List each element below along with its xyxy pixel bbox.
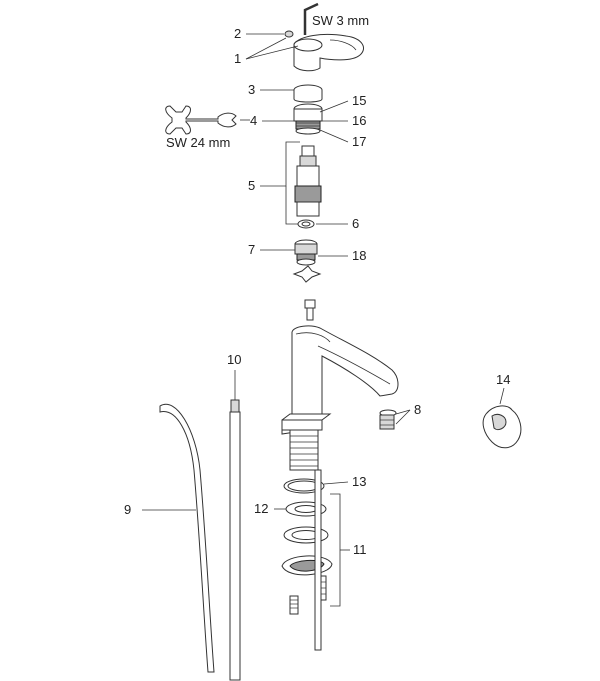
- handle-lever: [293, 33, 364, 72]
- wrench-icon: [165, 105, 237, 135]
- callout-9: 9: [124, 502, 131, 517]
- callout-11: 11: [353, 542, 367, 557]
- aerator: [379, 409, 397, 430]
- callout-5: 5: [248, 178, 255, 193]
- callout-7: 7: [248, 242, 255, 257]
- lower-insert: [294, 239, 318, 266]
- cover-cap: [293, 84, 323, 103]
- connection-pipe: [229, 399, 241, 681]
- callout-8: 8: [414, 402, 421, 417]
- wrench-label: SW 24 mm: [166, 135, 230, 150]
- o-ring-small: [297, 219, 315, 229]
- handle-knob: [482, 405, 522, 449]
- cartridge-nut: [293, 103, 323, 135]
- cartridge: [294, 145, 322, 217]
- hex-key-icon: [303, 2, 319, 35]
- callout-2: 2: [234, 26, 241, 41]
- callout-13: 13: [352, 474, 366, 489]
- flexible-hose: [159, 403, 215, 673]
- callout-12: 12: [254, 501, 268, 516]
- callout-10: 10: [227, 352, 241, 367]
- callout-16: 16: [352, 113, 366, 128]
- callout-1: 1: [234, 51, 241, 66]
- fixing-plate: [281, 555, 333, 576]
- mixer-body: [281, 299, 399, 471]
- spider-seal: [292, 265, 322, 283]
- callout-18: 18: [352, 248, 366, 263]
- callout-4: 4: [250, 113, 257, 128]
- mounting-rod: [314, 469, 322, 651]
- callout-15: 15: [352, 93, 366, 108]
- set-screw: [284, 30, 294, 38]
- callout-6: 6: [352, 216, 359, 231]
- callout-3: 3: [248, 82, 255, 97]
- hex-key-label: SW 3 mm: [312, 13, 369, 28]
- callout-17: 17: [352, 134, 366, 149]
- callout-14: 14: [496, 372, 510, 387]
